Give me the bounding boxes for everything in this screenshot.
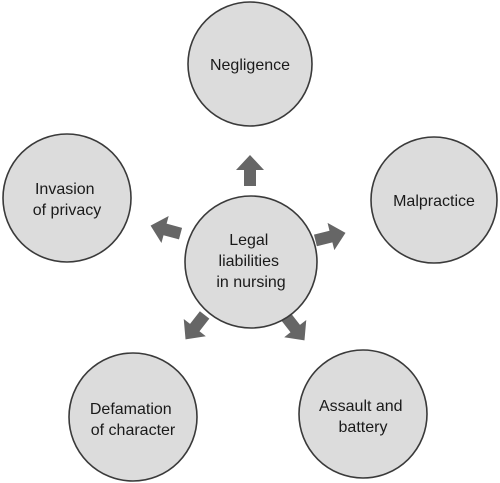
node-negligence-label: Negligence — [210, 57, 290, 74]
node-defamation-of-character: Defamation of character — [68, 352, 198, 482]
center-node: Legal liabilities in nursing — [184, 195, 318, 329]
node-invasion-of-privacy: Invasion of privacy — [2, 133, 132, 263]
arrow-to-invasion-of-privacy — [150, 215, 183, 244]
arrows — [150, 155, 346, 341]
arrow-to-assault-and-battery — [280, 312, 307, 341]
node-invasion-of-privacy-label: Invasion of privacy — [33, 181, 101, 219]
node-defamation-of-character-label: Defamation of character — [90, 401, 176, 439]
center-label: Legal liabilities in nursing — [216, 232, 285, 291]
arrow-to-negligence — [236, 155, 264, 186]
node-assault-and-battery: Assault and battery — [298, 349, 428, 479]
node-negligence: Negligence — [187, 1, 313, 127]
arrow-to-malpractice — [313, 222, 346, 251]
node-assault-and-battery-label: Assault and battery — [319, 398, 407, 436]
node-malpractice-label: Malpractice — [393, 193, 475, 210]
node-malpractice: Malpractice — [370, 136, 498, 264]
arrow-to-defamation-of-character — [183, 311, 210, 340]
